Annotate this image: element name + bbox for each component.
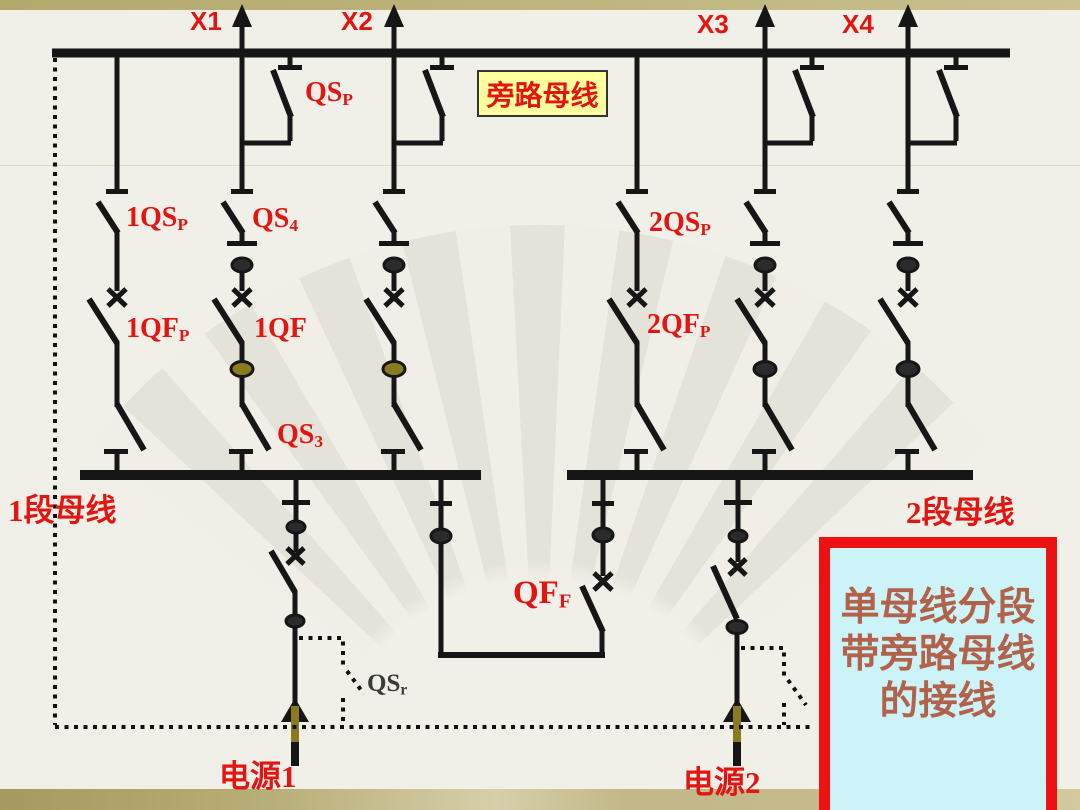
label-2qsp: 2QSP <box>649 207 711 239</box>
terminal-label-x1: X1 <box>190 6 222 36</box>
bypass-breaker-branch-2 <box>609 57 664 472</box>
feeder-x2 <box>366 189 421 472</box>
label-qff: QFF <box>513 575 572 613</box>
qsr-dotted-paths <box>53 58 813 729</box>
label-section-bus-1: 1段母线 <box>8 493 117 528</box>
title-line-1: 单母线分段 <box>840 586 1036 629</box>
title-line-3: 的接线 <box>879 680 997 723</box>
qsp-switch-x1 <box>242 57 302 143</box>
label-section-bus-2: 2段母线 <box>906 495 1015 530</box>
label-1qsp: 1QSP <box>126 202 188 234</box>
source-2-branch <box>710 475 752 766</box>
feeder-x3 <box>737 189 792 472</box>
source-1-branch <box>268 475 310 766</box>
terminal-label-x4: X4 <box>842 9 874 39</box>
line-x2-arrow <box>384 4 404 191</box>
bypass-breaker-branch-1 <box>89 57 144 472</box>
feeder-x4 <box>880 189 935 472</box>
label-1qfp: 1QFP <box>126 313 190 345</box>
label-qs3: QS3 <box>277 419 324 451</box>
line-x1-arrow <box>232 4 252 191</box>
qsp-switch-x2 <box>394 57 454 143</box>
background-line <box>0 165 1080 166</box>
bottom-decorative-band <box>0 789 1080 810</box>
line-x4-arrow <box>898 4 918 191</box>
bypass-bus-tag: 旁路母线 <box>477 70 608 117</box>
qsp-switch-x3 <box>764 57 824 143</box>
label-qsp: QSP <box>305 77 353 109</box>
label-2qfp: 2QFP <box>647 309 711 341</box>
qsp-switch-x4 <box>908 57 968 143</box>
bypass-bus-tag-text: 旁路母线 <box>486 80 599 112</box>
bus-tie-qff <box>429 475 615 658</box>
title-line-2: 带旁路母线 <box>840 633 1036 676</box>
terminal-label-x3: X3 <box>697 9 729 39</box>
label-source-2: 电源2 <box>683 765 761 800</box>
label-qsr: QSr <box>367 670 408 699</box>
line-x3-arrow <box>755 4 775 191</box>
top-decorative-band <box>0 0 1080 10</box>
label-qs4: QS4 <box>252 203 299 235</box>
terminal-label-x2: X2 <box>341 6 373 36</box>
title-box: 单母线分段 带旁路母线 的接线 <box>819 537 1057 810</box>
label-1qf: 1QF <box>254 313 307 344</box>
label-source-1: 电源1 <box>219 759 297 794</box>
